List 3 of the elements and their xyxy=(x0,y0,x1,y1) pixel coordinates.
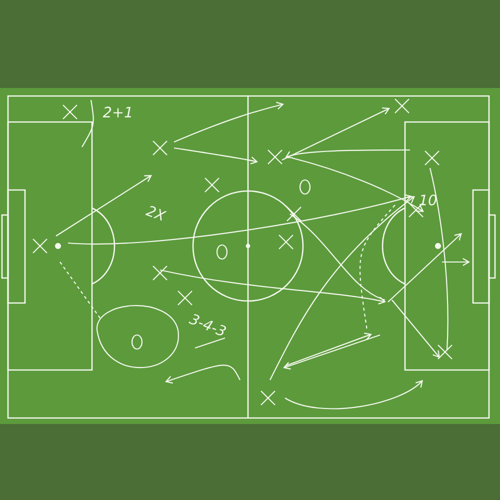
handwritten-note: 2X xyxy=(145,206,167,221)
handwritten-note: 3-4-3 xyxy=(188,314,226,336)
handwritten-note: 2+1 xyxy=(102,106,131,118)
